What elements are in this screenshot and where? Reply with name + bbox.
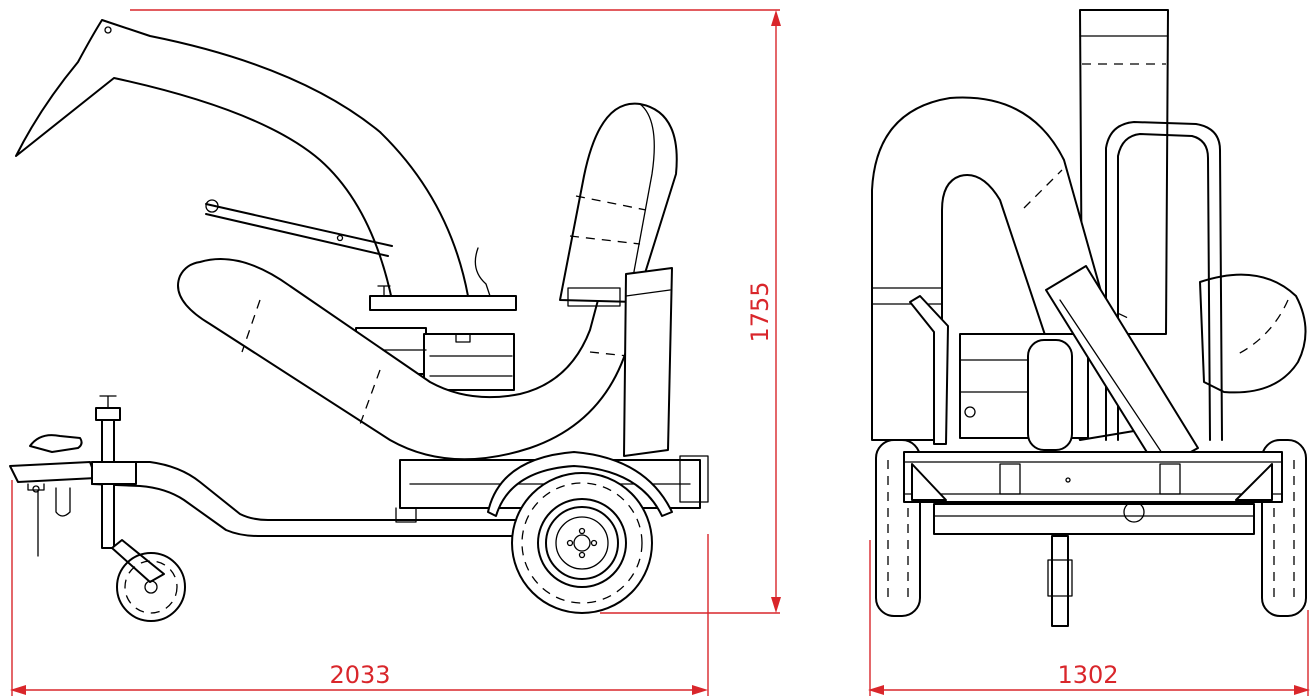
handle-frame — [1105, 121, 1223, 441]
length-label: 2033 — [329, 661, 390, 689]
front-axle — [933, 501, 1255, 535]
side-lever — [909, 295, 949, 445]
width-label: 1302 — [1057, 661, 1118, 689]
blower-housing — [623, 267, 673, 457]
discharge-chute — [15, 19, 469, 301]
suction-hose — [177, 258, 637, 461]
deflector-lever — [205, 199, 393, 257]
tow-hitch — [9, 434, 97, 557]
width-dimension: 1302 — [868, 540, 1310, 696]
elbow-pipe — [1199, 273, 1307, 394]
feed-chute — [1045, 265, 1199, 471]
dimensions: 1755 2033 1302 — [10, 9, 1310, 696]
fender — [487, 451, 673, 517]
jockey-wheel — [91, 395, 186, 622]
hopper-plate — [369, 247, 621, 311]
front-view — [871, 9, 1307, 627]
length-dimension: 2033 — [10, 480, 709, 696]
front-engine — [959, 333, 1089, 451]
side-view — [9, 19, 709, 622]
front-jockey-wheel — [1047, 535, 1073, 627]
front-chassis — [903, 451, 1283, 503]
height-dimension: 1755 — [130, 9, 781, 614]
drawbar — [91, 461, 521, 537]
main-wheel — [511, 472, 653, 614]
height-label: 1755 — [746, 281, 774, 342]
